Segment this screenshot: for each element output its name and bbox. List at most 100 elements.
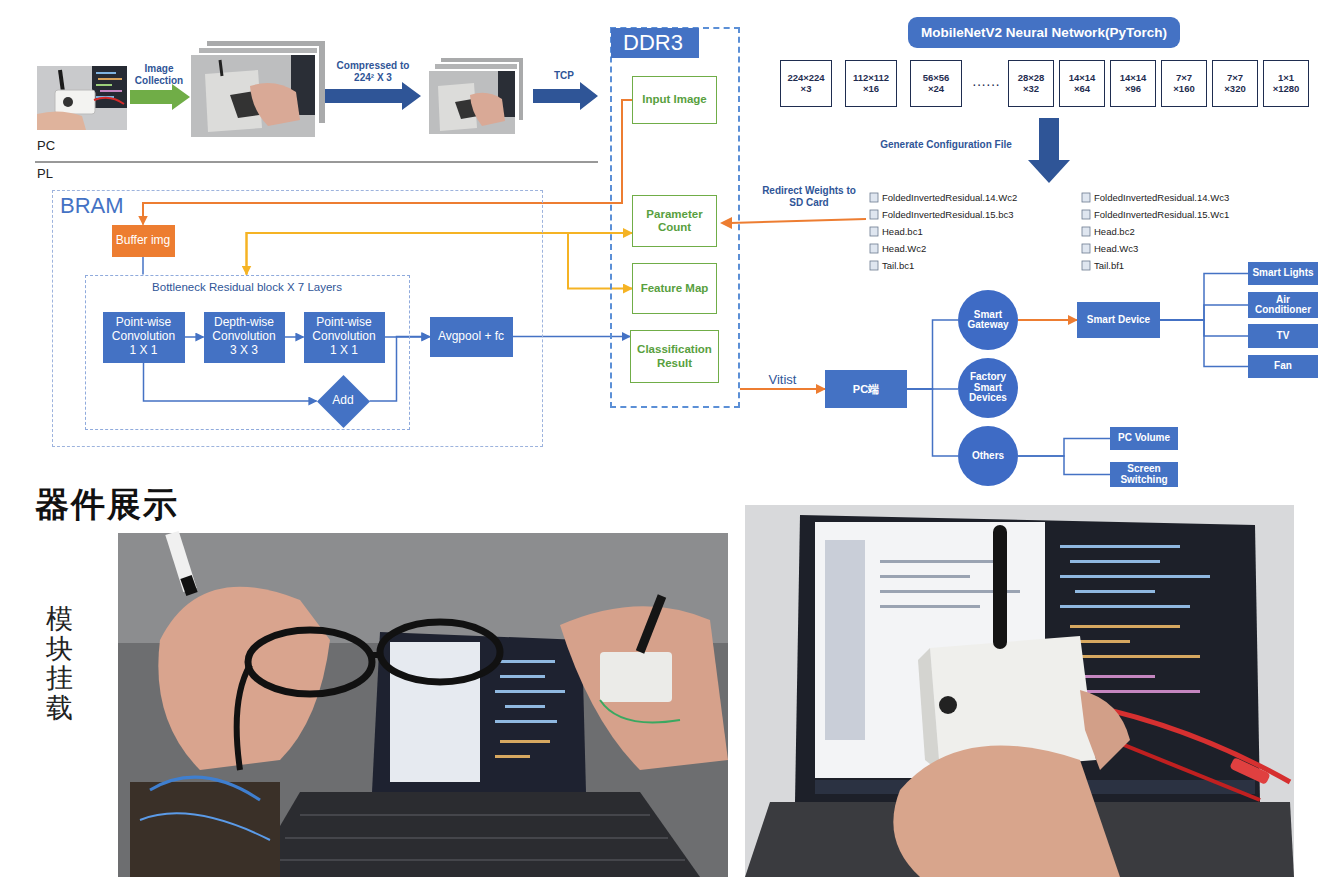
photo-stack [190, 40, 326, 138]
process-box: PC端 [825, 370, 907, 408]
region-title: DDR3 [611, 28, 699, 58]
node-text: TV [1277, 331, 1290, 342]
group-box: Bottleneck Residual block X 7 LayersPoin… [85, 275, 410, 430]
node-text: 7×7 ×160 [1173, 73, 1194, 95]
camera-photo [37, 111, 86, 130]
demo-photo [495, 755, 530, 758]
demo-photo [248, 630, 372, 694]
module-photo [1060, 545, 1180, 548]
demo-photo [118, 533, 728, 877]
demo-photo [390, 642, 480, 782]
module-photo [825, 540, 865, 740]
photo-stack [428, 57, 524, 135]
file-name: Tail.bc1 [882, 260, 914, 271]
step-label: Generate Configuration File [866, 139, 1026, 151]
demo-photo [270, 815, 685, 860]
module-photo [1070, 560, 1160, 563]
process-box: Avgpool + fc [430, 317, 513, 357]
connector [513, 336, 631, 338]
node-text: 28×28 ×32 [1018, 73, 1045, 95]
demo-photo [150, 777, 260, 800]
device-box: Smart Lights [1248, 262, 1318, 285]
camera-photo [63, 97, 73, 107]
layer-box: 14×14 ×64 [1059, 60, 1105, 107]
node-text: 14×14 ×64 [1069, 73, 1096, 95]
module-photo [1075, 590, 1155, 593]
node-text: Depth-wise Convolution 3 X 3 [209, 316, 280, 357]
step-label: Redirect Weights to SD Card [758, 185, 860, 209]
node-text: Feature Map [641, 282, 709, 295]
divider-line [35, 162, 598, 163]
module-photo [880, 560, 1000, 563]
connector [1018, 319, 1077, 321]
node-text: 7×7 ×320 [1224, 73, 1245, 95]
category-circle: Smart Gateway [958, 290, 1018, 350]
node-text: Factory Smart Devices [967, 372, 1009, 404]
title-box: MobileNetV2 Neural Network(PyTorch) [908, 17, 1180, 48]
demo-photo [158, 587, 330, 770]
file-icons [870, 210, 878, 219]
layer-box: 28×28 ×32 [1008, 60, 1054, 107]
node-text: PC Volume [1118, 433, 1170, 444]
connector [1018, 456, 1110, 475]
memory-region: BRAMBuffer imgBottleneck Residual block … [52, 190, 543, 447]
module-photo [893, 745, 1120, 877]
connector [142, 257, 144, 275]
flow-arrow [533, 82, 598, 110]
file-name: Head.Wc2 [882, 243, 926, 254]
redirect-arrow [730, 219, 866, 223]
connector [247, 233, 633, 289]
module-photo [1060, 605, 1190, 608]
demo-photo [118, 533, 728, 877]
node-text: Add [332, 394, 353, 408]
redirect-arrow [720, 217, 866, 229]
demo-photo [270, 859, 685, 861]
file-name: Head.Wc3 [1094, 243, 1138, 254]
buffer-box: Buffer img [112, 225, 175, 257]
file-name: Tail.bf1 [1094, 260, 1124, 271]
demo-photo [237, 665, 250, 770]
module-photo [1070, 625, 1180, 628]
module-photo [918, 648, 940, 772]
demo-photo [505, 705, 545, 708]
photo-stack [220, 60, 222, 76]
ellipsis-mark: ······ [966, 76, 1006, 92]
demo-photo [495, 660, 555, 663]
connector [185, 336, 204, 338]
node-text: Air Conditioner [1252, 295, 1314, 316]
connector [285, 336, 304, 338]
photo-stack [250, 83, 300, 126]
node-text: MobileNetV2 Neural Network(PyTorch) [921, 25, 1167, 41]
demo-photo [495, 720, 557, 723]
demo-photo [250, 792, 700, 877]
section-label: PC [37, 138, 55, 153]
file-name: Head.bc1 [882, 226, 923, 237]
device-box: TV [1248, 324, 1318, 348]
file-name: FoldedInvertedResidual.15.bc3 [882, 209, 1014, 220]
flow-arrow [130, 84, 190, 110]
demo-photo [495, 740, 550, 758]
module-photo [1080, 655, 1200, 658]
section-heading: 器件展示 [35, 482, 179, 528]
camera-photo [98, 78, 122, 80]
camera-photo [60, 70, 63, 92]
node-text: Smart Device [1087, 315, 1150, 326]
file-icons [1082, 227, 1090, 236]
layer-box: 224×224 ×3 [780, 60, 832, 107]
redirect-arrow [720, 217, 732, 229]
node-text: Input Image [642, 93, 707, 106]
camera-photo [96, 84, 112, 86]
module-photo [993, 532, 1007, 642]
connector [907, 389, 958, 456]
node-text: Smart Gateway [967, 310, 1009, 331]
connector [1018, 439, 1110, 457]
camera-photo [55, 90, 95, 114]
diamond-shape [317, 375, 370, 428]
demo-photo [495, 660, 565, 723]
file-icons [870, 193, 878, 202]
node-text: 1×1 ×1280 [1273, 73, 1300, 95]
node-text: Classification Result [636, 343, 713, 369]
demo-photo [600, 652, 672, 702]
connector [1160, 320, 1248, 367]
process-box: Point-wise Convolution 1 X 1 [304, 312, 385, 363]
